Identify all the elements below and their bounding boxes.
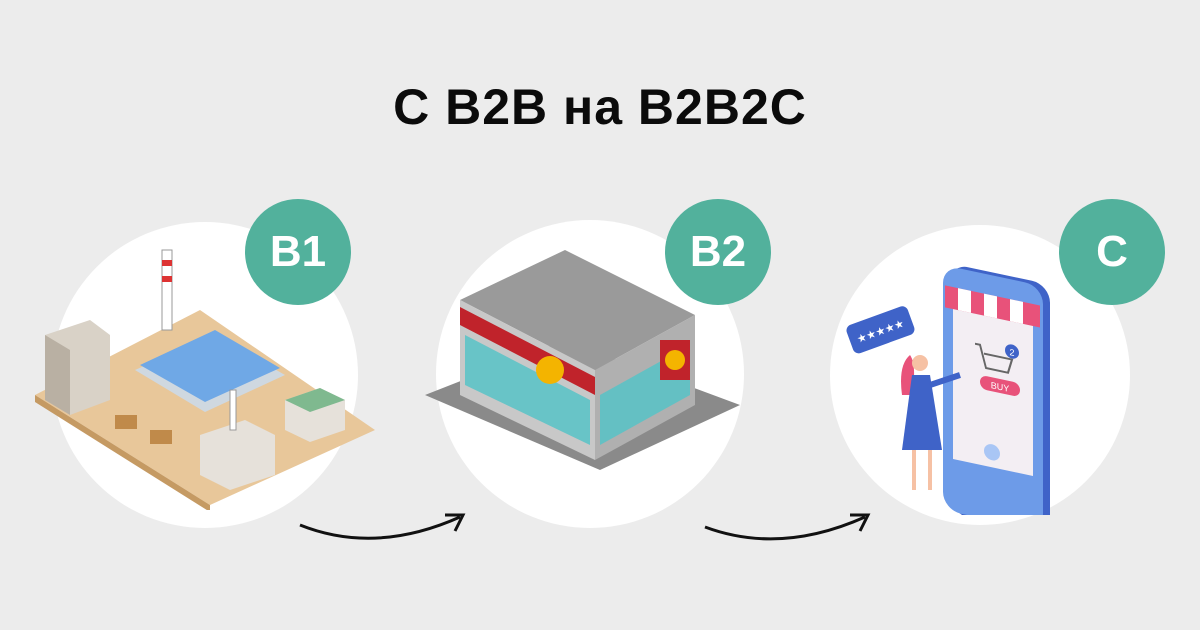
badge-b2: B2	[665, 199, 771, 305]
arrow-b2-to-c	[704, 513, 871, 541]
badge-c: C	[1059, 199, 1165, 305]
arrow-b1-to-b2	[299, 513, 466, 540]
factory-illustration	[35, 249, 375, 510]
page-title: С B2B на B2B2C	[393, 79, 807, 135]
phone-shopping-illustration: 2 BUY ★★★★★	[846, 266, 1050, 515]
store-building-illustration	[425, 250, 740, 470]
badge-b1: B1	[245, 199, 351, 305]
cart-count: 2	[1009, 347, 1014, 358]
buy-button: BUY	[991, 380, 1009, 394]
